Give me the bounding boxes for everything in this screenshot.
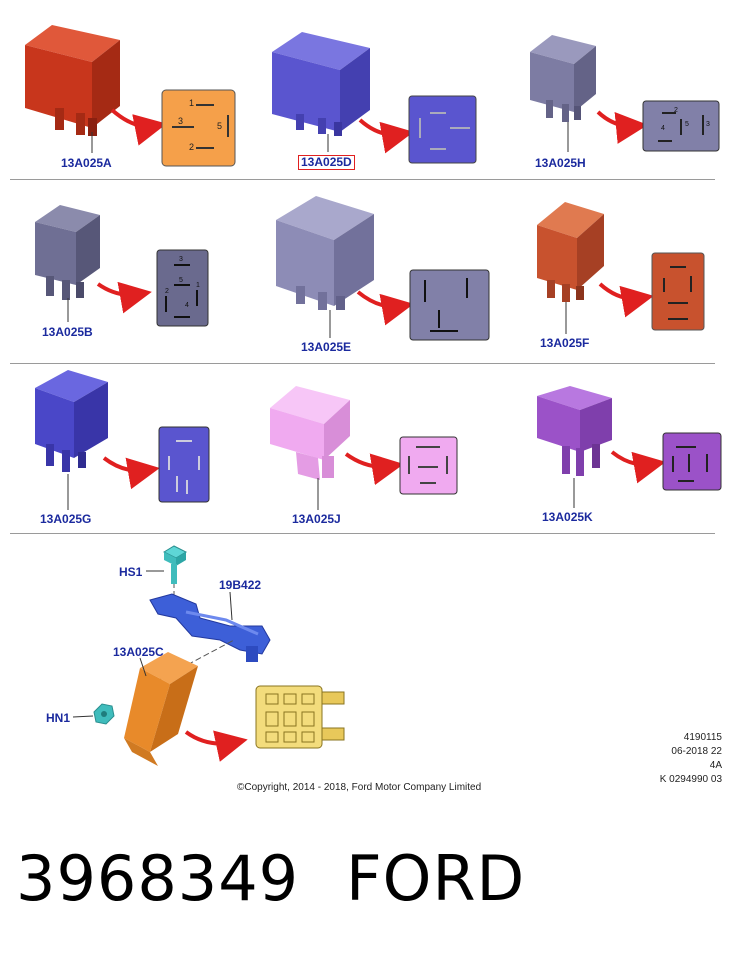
relay-13a025k-image [537, 386, 612, 476]
pin-number: 5 [179, 277, 183, 284]
pin-number: 1 [189, 98, 195, 108]
red-arrow-icon [344, 452, 404, 486]
red-arrow-icon [96, 281, 152, 314]
pin-number: 2 [674, 107, 678, 114]
pin-number: 2 [165, 288, 169, 295]
relay-13a025d-image [272, 32, 370, 136]
part-label-13a025j[interactable]: 13A025J [292, 512, 341, 526]
stamp-line: 4A [709, 760, 722, 771]
pin-number: 2 [189, 142, 195, 152]
part-label-13a025e[interactable]: 13A025E [301, 340, 352, 354]
part-label-13a025b[interactable]: 13A025B [42, 325, 93, 339]
stamp-line: 06-2018 22 [671, 746, 722, 757]
red-arrow-icon [358, 118, 414, 154]
stamp-line: K 0294990 03 [659, 774, 722, 785]
relay-13a025e-image [276, 196, 374, 310]
pinout-13a025j-image [399, 436, 458, 495]
leader-line [229, 591, 233, 621]
fastener-label-hn1[interactable]: HN1 [46, 711, 71, 725]
red-arrow-icon [184, 730, 248, 762]
red-arrow-icon [598, 282, 654, 318]
relay-13a025h-image [530, 35, 596, 122]
red-arrow-icon [102, 456, 160, 490]
relay-13a025g-image [35, 370, 108, 472]
part-label-13a025d[interactable]: 13A025D [298, 155, 355, 170]
red-arrow-icon [610, 450, 666, 484]
nut-icon [93, 703, 115, 725]
relay-13a025j-image [270, 386, 350, 480]
copyright-notice: ©Copyright, 2014 - 2018, Ford Motor Comp… [237, 782, 482, 793]
stamp-line: 4190115 [683, 732, 722, 743]
pinout-13a025a-image [161, 89, 236, 167]
pin-number: 5 [685, 121, 689, 128]
part-label-13a025f[interactable]: 13A025F [540, 336, 590, 350]
pin-number: 4 [661, 125, 665, 132]
leader-line [72, 715, 94, 718]
pin-number: 5 [217, 121, 223, 131]
pin-number: 4 [185, 302, 189, 309]
pin-number: 1 [196, 282, 200, 289]
pinout-13a025h-image [642, 100, 720, 152]
illustration-stamp: 4190115 06-2018 22 4A K 0294990 03 [660, 731, 722, 787]
brand-heading: FORD [346, 842, 526, 915]
red-arrow-icon [596, 110, 648, 144]
part-label-19b422[interactable]: 19B422 [219, 578, 262, 592]
fastener-label-hs1[interactable]: HS1 [119, 565, 143, 579]
red-arrow-icon [356, 290, 414, 326]
pinout-13a025e-image [409, 269, 490, 341]
pinout-13a025g-image [158, 426, 210, 503]
part-label-13a025c[interactable]: 13A025C [113, 645, 164, 659]
part-number-heading: 3968349 [16, 842, 300, 915]
pin-number: 3 [179, 256, 183, 263]
part-label-13a025g[interactable]: 13A025G [40, 512, 92, 526]
pin-number: 3 [706, 121, 710, 128]
part-label-13a025h[interactable]: 13A025H [535, 156, 586, 170]
part-label-13a025k[interactable]: 13A025K [542, 510, 593, 524]
relay-13a025f-image [537, 202, 604, 302]
part-label-13a025a[interactable]: 13A025A [61, 156, 112, 170]
pin-number: 3 [178, 116, 184, 126]
pinout-13a025d-image [408, 95, 477, 164]
pinout-13a025f-image [651, 252, 705, 331]
leader-line [139, 657, 147, 677]
pinout-13a025b-image [156, 249, 209, 327]
connector-image [255, 685, 345, 749]
row-divider [10, 533, 715, 534]
relay-13a025a-image [25, 25, 120, 136]
row-divider [10, 179, 715, 180]
row-divider [10, 363, 715, 364]
relay-13a025b-image [35, 205, 100, 300]
bolt-icon [162, 545, 188, 584]
pinout-13a025k-image [662, 432, 722, 491]
relay-13a025c-image [124, 652, 198, 766]
red-arrow-icon [110, 108, 167, 146]
bracket-19b422-image [149, 593, 271, 662]
